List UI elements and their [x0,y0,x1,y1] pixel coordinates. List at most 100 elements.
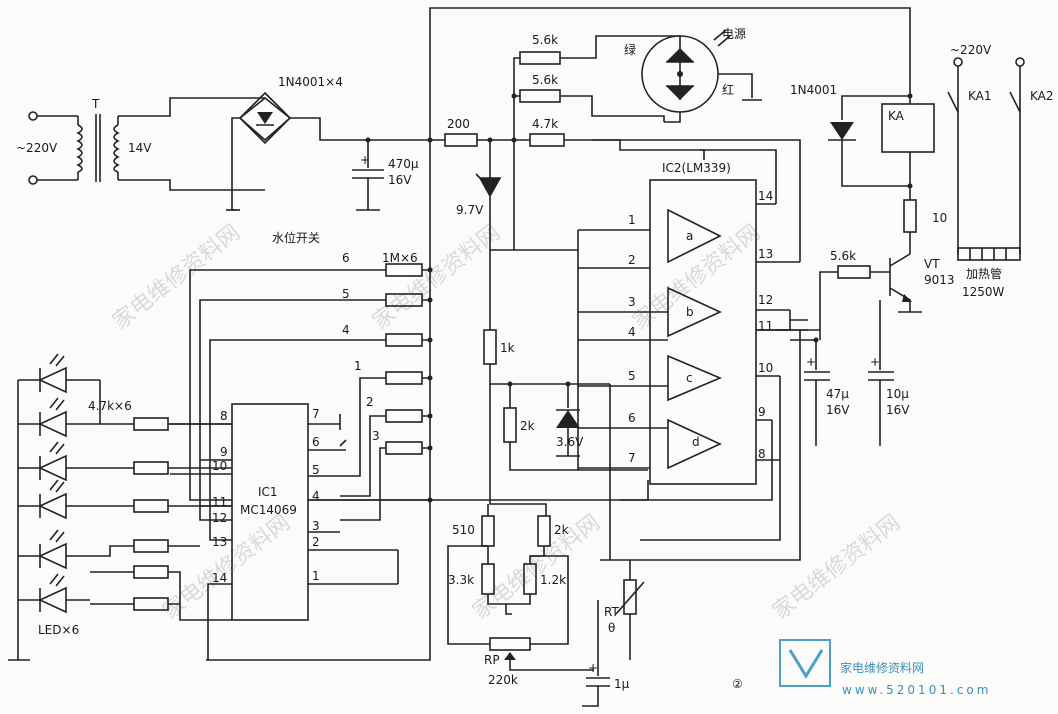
cap-main-voltage: 16V [388,173,412,187]
transistor-label: VT [924,257,940,271]
mains-label: ~220V [16,141,58,155]
switch-6: 6 [342,251,350,265]
ic1-pin-1: 1 [312,569,320,583]
heater-section: ~220V KA1 KA2 加热管 1250W [947,43,1054,299]
ka2-label: KA2 [1030,89,1054,103]
water-switch-label: 水位开关 [272,230,320,245]
ic2-pin-12: 12 [758,293,773,307]
ic2-pin-6: 6 [628,411,636,425]
bridge-label: 1N4001×4 [278,75,343,89]
watermarks: 家电维修资料网 家电维修资料网 家电维修资料网 家电维修资料网 家电维修资料网 … [108,220,905,625]
transistor-type: 9013 [924,273,955,287]
ic1-mc14069: IC1 MC14069 8 9 10 11 12 13 14 7 6 5 4 3… [170,403,649,660]
led-bar: 4.7k×6 LED×6 [8,353,232,661]
r510-label: 510 [452,523,475,537]
led-3 [38,441,80,482]
ic2-label: IC2(LM339) [662,161,731,175]
relay-diode-label: 1N4001 [790,83,837,97]
ic2-pin-8: 8 [758,447,766,461]
ic1-label: IC1 [258,485,278,499]
ic1-pin-11: 11 [212,495,227,509]
svg-text:家电维修资料网: 家电维修资料网 [768,510,905,625]
r56b-label: 5.6k [532,73,558,87]
ic1-pin-8: 8 [220,409,228,423]
rp-label: RP [484,653,500,667]
r10-label: 10 [932,211,947,225]
relay-driver: 1N4001 KA 10 VT 9013 5.6k + 47μ 16V + 10… [790,80,955,446]
theta-label: θ [608,621,615,635]
switch-1: 1 [354,359,362,373]
led-4 [38,479,80,520]
site-name: 家电维修资料网 [840,660,924,675]
cap-main-value: 470μ [388,157,419,171]
ic2-pin-9: 9 [758,405,766,419]
ic1-pin-3: 3 [312,519,320,533]
svg-text:家电维修资料网: 家电维修资料网 [628,220,765,335]
ic2-pin-14: 14 [758,189,773,203]
figure-number: ② [732,677,743,691]
power-label: 电源 [722,27,746,41]
r1k-label: 1k [500,341,515,355]
site-url: www.520101.com [842,683,991,697]
lamp-red-label: 红 [722,82,734,97]
heater-label: 加热管 [966,266,1002,281]
ic1-pin-2: 2 [312,535,320,549]
zener36-label: 3.6V [556,435,584,449]
power-supply: ~220V T 14V 1N4001×4 + 470μ 16V 200 [16,7,911,218]
r56a-label: 5.6k [532,33,558,47]
c47u-label: 47μ [826,387,849,401]
ic1-pin-4: 4 [312,489,320,503]
c47u-voltage: 16V [826,403,850,417]
zener97-label: 9.7V [456,203,484,217]
ic2-pin-1: 1 [628,213,636,227]
switch-4: 4 [342,323,350,337]
lamp-green-label: 绿 [624,42,636,57]
mains2-label: ~220V [950,43,992,57]
ic1-type: MC14069 [240,503,297,517]
ic2-pin-5: 5 [628,369,636,383]
r2k-label: 2k [520,419,535,433]
svg-text:+: + [870,355,880,369]
site-logo: 家电维修资料网 www.520101.com [779,639,991,697]
ic1-pin-10: 10 [212,459,227,473]
reference-network: 1k 2k 3.6V 510 2k 3.3k 1.2k RP 220k + 1μ [447,140,648,707]
rt-label: RT [604,605,619,619]
r47k6-label: 4.7k×6 [88,399,132,413]
ic2-lm339: IC2(LM339) a b c d 1 2 3 4 5 6 7 14 13 1… [578,139,820,561]
led-6 [38,573,90,614]
svg-text:+: + [806,355,816,369]
svg-text:家电维修资料网: 家电维修资料网 [108,220,245,335]
c1u-label: 1μ [614,677,630,691]
r1m-label: 1M×6 [382,251,418,265]
r200-label: 200 [447,117,470,131]
heater-power: 1250W [962,285,1005,299]
led-2 [38,397,100,438]
op-d: d [692,435,700,449]
ic2-pin-13: 13 [758,247,773,261]
svg-text:家电维修资料网: 家电维修资料网 [158,510,295,625]
led-5 [38,529,80,570]
op-a: a [686,229,693,243]
ic1-pin-6: 6 [312,435,320,449]
led-1 [38,353,100,394]
r47k-label: 4.7k [532,117,558,131]
ic2-pin-7: 7 [628,451,636,465]
ic1-pin-7: 7 [312,407,320,421]
r220k-label: 220k [488,673,518,687]
svg-text:+: + [588,661,598,675]
ic1-pin-12: 12 [212,511,227,525]
op-c: c [686,371,693,385]
ka1-label: KA1 [968,89,992,103]
svg-text:家电维修资料网: 家电维修资料网 [368,220,505,335]
switch-5: 5 [342,287,350,301]
ic1-pin-14: 14 [212,571,227,585]
ic1-pin-9: 9 [220,445,228,459]
led-label: LED×6 [38,623,79,637]
indicator-section: 5.6k 5.6k 4.7k 绿 红 电源 [511,27,762,160]
ic2-pin-10: 10 [758,361,773,375]
ic2-pin-11: 11 [758,319,773,333]
ic2-pin-4: 4 [628,325,636,339]
svg-text:+: + [360,153,370,167]
